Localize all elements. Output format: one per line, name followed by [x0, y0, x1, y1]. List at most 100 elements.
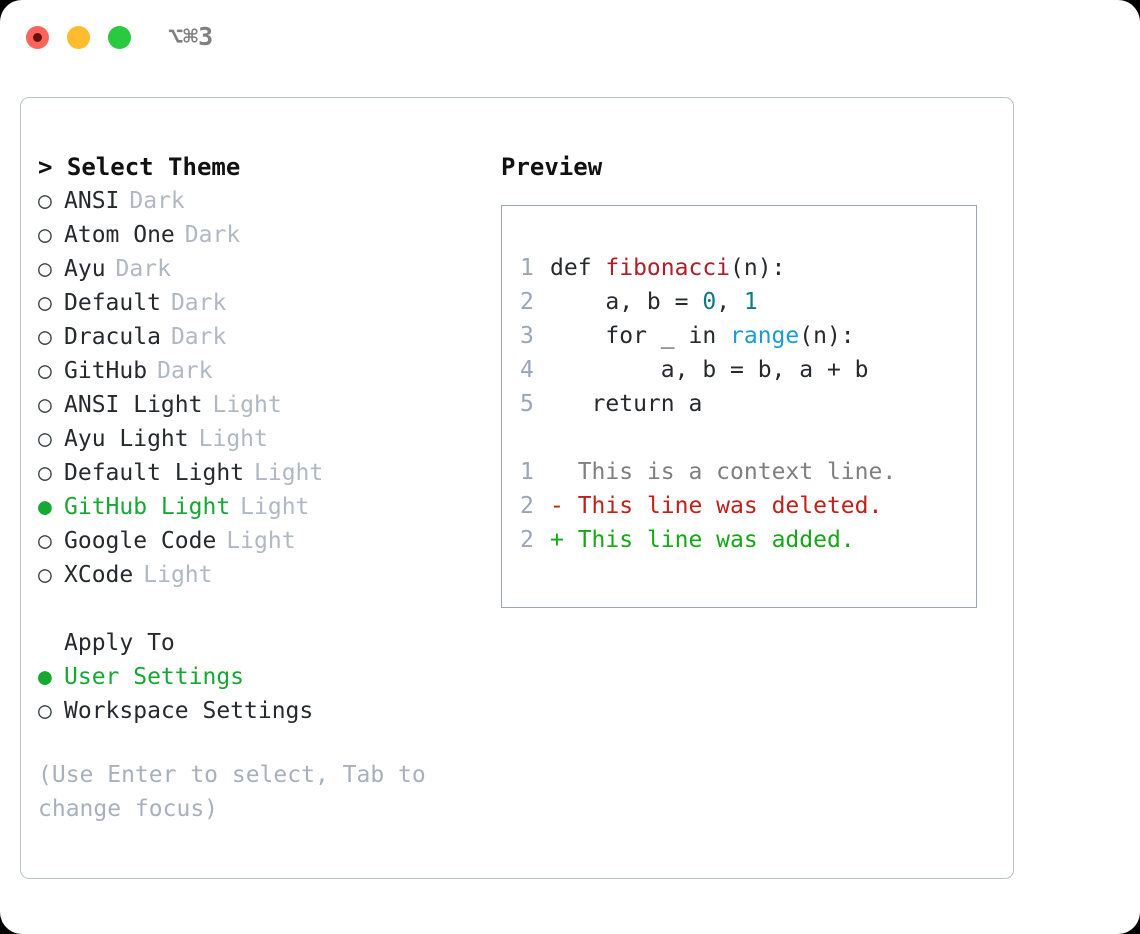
code-token: range	[730, 323, 800, 349]
line-number: 2	[520, 493, 534, 519]
code-line: 3 for _ in range(n):	[520, 319, 976, 353]
minimize-button[interactable]	[67, 26, 90, 49]
theme-item[interactable]: ○ Dracula Dark	[38, 320, 478, 354]
code-token: 1	[743, 289, 758, 315]
code-token: return a	[550, 391, 703, 417]
apply-to-list: ● User Settings ○ Workspace Settings	[38, 660, 478, 728]
radio-unselected-icon: ○	[38, 392, 52, 418]
code-token: ,	[716, 289, 744, 315]
diff-text: This line was added.	[577, 527, 855, 553]
theme-item-tag: Dark	[170, 290, 227, 316]
theme-item-tag: Dark	[157, 358, 213, 384]
radio-unselected-icon: ○	[38, 460, 52, 486]
apply-to-option-label: Workspace Settings	[64, 698, 314, 724]
radio-unselected-icon: ○	[38, 324, 52, 350]
code-token: def	[550, 255, 606, 281]
theme-item-label: Dracula	[64, 324, 161, 350]
theme-item-tag: Dark	[115, 256, 171, 282]
code-token: 0	[702, 289, 717, 315]
diff-marker: -	[550, 493, 578, 519]
theme-item-label: ANSI	[64, 188, 120, 214]
radio-unselected-icon: ○	[38, 562, 52, 588]
theme-item[interactable]: ○ Ayu Dark	[38, 252, 478, 286]
radio-unselected-icon: ○	[38, 426, 52, 452]
code-token: a, b = b, a + b	[550, 357, 869, 383]
theme-item-tag: Light	[212, 392, 282, 418]
theme-item[interactable]: ○ Default Dark	[38, 286, 478, 320]
theme-item[interactable]: ○ Ayu Light Light	[38, 422, 478, 456]
apply-to-option[interactable]: ○ Workspace Settings	[38, 694, 478, 728]
diff-line: 2- This line was deleted.	[520, 489, 976, 523]
close-button[interactable]	[26, 26, 49, 49]
apply-to-option-label: User Settings	[64, 664, 245, 690]
theme-item[interactable]: ○ Google Code Light	[38, 524, 478, 558]
window-controls	[26, 26, 131, 49]
theme-item-tag: Light	[240, 494, 310, 520]
theme-item-label: GitHub	[64, 358, 148, 384]
theme-item-tag: Light	[254, 460, 324, 486]
keyboard-shortcut-label: ⌥⌘3	[168, 22, 214, 51]
line-number: 1	[520, 459, 534, 485]
diff-marker	[550, 455, 578, 489]
maximize-button[interactable]	[108, 26, 131, 49]
theme-item[interactable]: ○ XCode Light	[38, 558, 478, 592]
theme-item-label: ANSI Light	[64, 392, 203, 418]
line-number: 5	[520, 391, 534, 417]
code-token: a, b =	[550, 289, 703, 315]
radio-unselected-icon: ○	[38, 256, 52, 282]
theme-item-tag: Light	[198, 426, 268, 452]
code-line: 2 a, b = 0, 1	[520, 285, 976, 319]
theme-item-tag: Light	[143, 562, 213, 588]
theme-item-label: Default	[64, 290, 161, 316]
theme-item[interactable]: ○ GitHub Dark	[38, 354, 478, 388]
theme-item[interactable]: ○ ANSI Light Light	[38, 388, 478, 422]
theme-item-label: Default Light	[64, 460, 245, 486]
theme-item[interactable]: ○ Default Light Light	[38, 456, 478, 490]
radio-unselected-icon: ○	[38, 698, 52, 724]
diff-line: 1 This is a context line.	[520, 455, 976, 489]
code-token: fibonacci	[605, 255, 731, 281]
theme-item-tag: Light	[226, 528, 296, 554]
preview-heading: Preview	[501, 153, 603, 181]
code-diff-separator	[520, 421, 976, 455]
diff-marker: +	[550, 527, 578, 553]
radio-unselected-icon: ○	[38, 528, 52, 554]
radio-unselected-icon: ○	[38, 222, 52, 248]
line-number: 2	[520, 289, 534, 315]
theme-item-label: Ayu	[64, 256, 106, 282]
radio-selected-icon: ●	[38, 664, 52, 690]
code-line: 5 return a	[520, 387, 976, 421]
theme-item-label: Atom One	[64, 222, 175, 248]
theme-item-label: GitHub Light	[64, 494, 231, 520]
code-token: (n):	[799, 323, 855, 349]
line-number: 3	[520, 323, 534, 349]
theme-picker-heading: > Select Theme	[38, 153, 241, 181]
theme-item-label: Google Code	[64, 528, 217, 554]
theme-item-label: Ayu Light	[64, 426, 189, 452]
radio-unselected-icon: ○	[38, 290, 52, 316]
diff-line: 2+ This line was added.	[520, 523, 976, 557]
radio-unselected-icon: ○	[38, 188, 52, 214]
apply-to-option[interactable]: ● User Settings	[38, 660, 478, 694]
theme-item-tag: Dark	[170, 324, 227, 350]
code-line: 4 a, b = b, a + b	[520, 353, 976, 387]
apply-to-heading: Apply To	[64, 630, 175, 656]
code-token: for _ in	[550, 323, 731, 349]
title-bar: ⌥⌘3	[0, 0, 1140, 78]
radio-unselected-icon: ○	[38, 358, 52, 384]
theme-item-tag: Dark	[184, 222, 241, 248]
help-text: (Use Enter to select, Tab to change focu…	[38, 762, 440, 822]
theme-item-label: XCode	[64, 562, 134, 588]
diff-text: This line was deleted.	[577, 493, 883, 519]
theme-item[interactable]: ○ Atom One Dark	[38, 218, 478, 252]
